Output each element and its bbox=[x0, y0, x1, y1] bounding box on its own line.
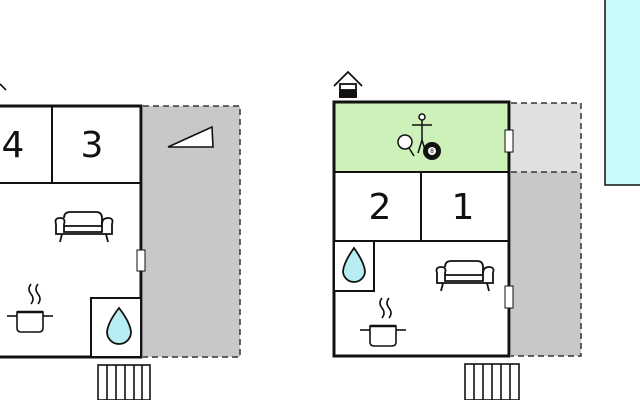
left-door bbox=[136, 249, 146, 272]
left-terrace bbox=[143, 106, 240, 357]
room-number-4: 4 bbox=[2, 125, 25, 166]
water-drop-icon bbox=[342, 246, 366, 283]
sofa-icon bbox=[435, 260, 495, 292]
left-entrance-stairs bbox=[97, 364, 151, 400]
table-tennis-icon bbox=[397, 113, 432, 157]
cooking-pot-icon bbox=[360, 297, 406, 347]
right-door-top bbox=[504, 129, 514, 153]
triangle-marker-icon bbox=[167, 125, 214, 148]
right-building: 2 1 8 bbox=[332, 70, 582, 400]
room-number-2: 2 bbox=[369, 187, 392, 228]
left-terrace-dashed-border bbox=[143, 105, 241, 358]
right-terrace bbox=[511, 172, 581, 356]
svg-text:8: 8 bbox=[430, 148, 434, 155]
room-number-1: 1 bbox=[452, 187, 475, 228]
right-terrace-light bbox=[511, 103, 581, 172]
roof-arrow-icon bbox=[0, 83, 7, 91]
right-entrance-stairs bbox=[464, 363, 520, 400]
left-building-walls bbox=[0, 104, 143, 359]
right-terrace-dashed-border bbox=[511, 102, 582, 357]
right-building-walls bbox=[332, 100, 511, 358]
pool bbox=[604, 0, 640, 186]
water-drop-icon bbox=[106, 306, 132, 345]
cooking-pot-icon bbox=[7, 283, 53, 333]
left-building: 4 3 bbox=[0, 83, 241, 400]
right-door-bottom bbox=[504, 285, 514, 309]
house-symbol-icon bbox=[333, 70, 363, 98]
sofa-icon bbox=[54, 211, 114, 243]
billiard-8-ball-icon: 8 bbox=[423, 142, 441, 160]
room-number-3: 3 bbox=[81, 125, 104, 166]
